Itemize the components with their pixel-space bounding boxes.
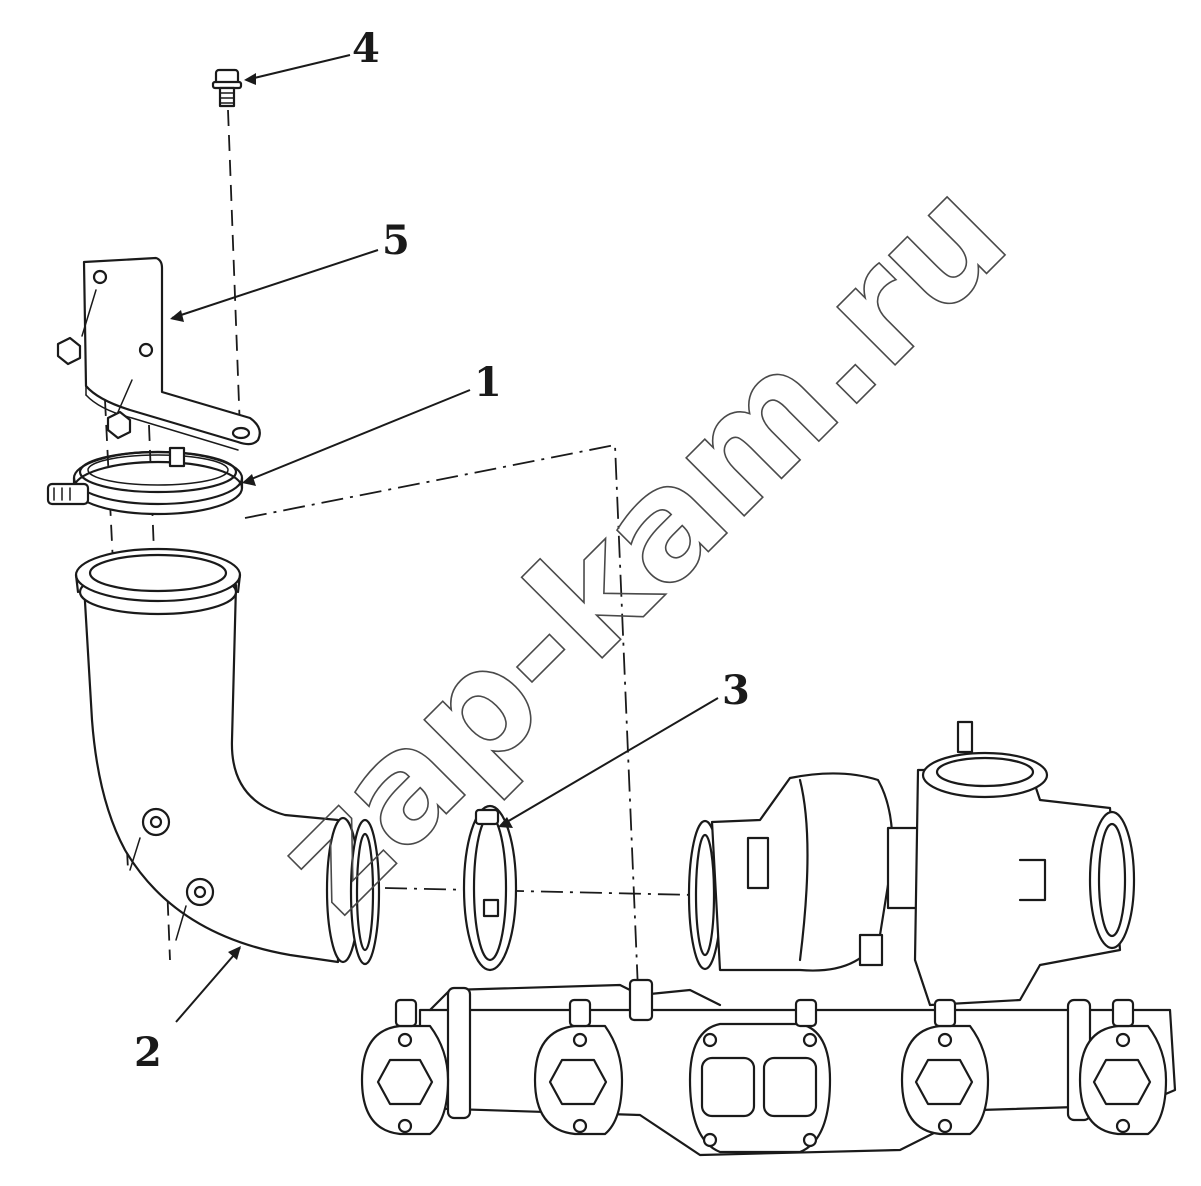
bracket-part	[56, 256, 261, 451]
callout-number-1: 1	[474, 359, 502, 406]
manifold-port-2	[533, 998, 624, 1136]
bolt-part	[211, 68, 243, 108]
callout-number-3: 3	[722, 667, 750, 714]
manifold-port-4	[900, 998, 990, 1136]
manifold-port-5	[1078, 998, 1168, 1136]
v-band-clamp-part	[46, 446, 244, 516]
manifold-port-1	[360, 998, 450, 1136]
callout-number-4: 4	[352, 25, 380, 72]
callout-number-2: 2	[134, 1029, 162, 1076]
callout-leaders	[170, 54, 719, 1023]
callout-number-5: 5	[382, 217, 410, 264]
elbow-pipe-part	[74, 547, 381, 966]
band-clamp-part	[462, 804, 518, 972]
manifold-port-center	[688, 998, 832, 1154]
exhaust-manifold-part	[360, 978, 1177, 1157]
turbocharger-part	[687, 720, 1136, 1007]
